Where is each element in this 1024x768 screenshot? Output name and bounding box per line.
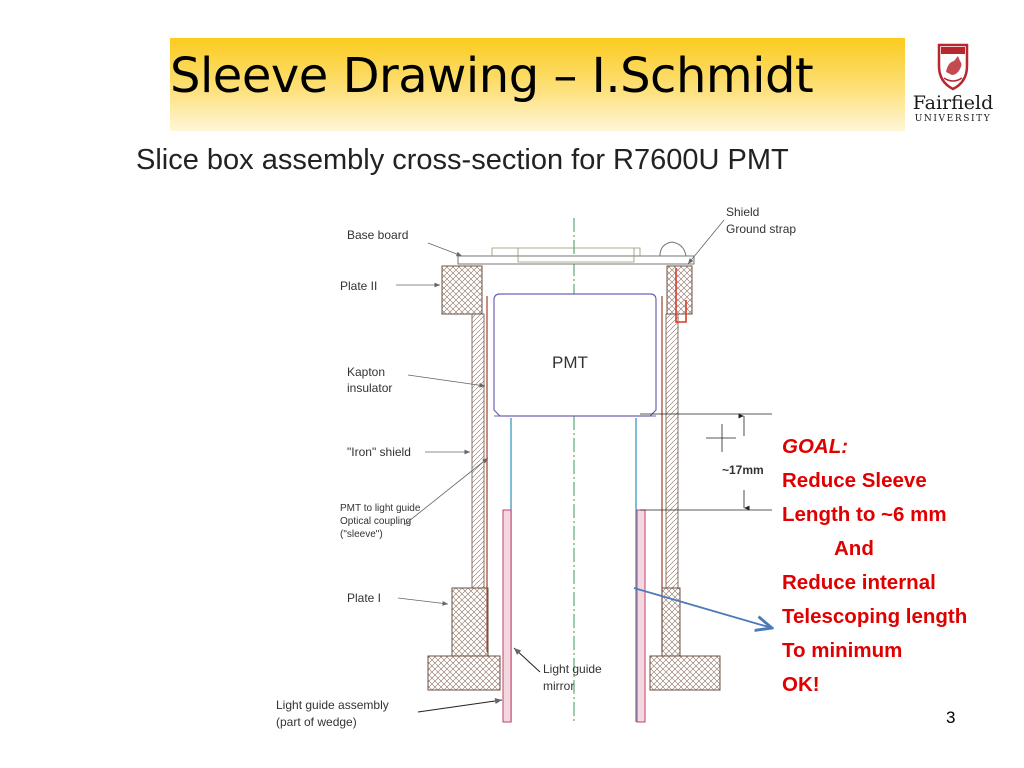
shield-ground-strap bbox=[675, 268, 687, 323]
plate-ii-left bbox=[441, 265, 483, 315]
dimension-label: ~17mm bbox=[722, 463, 764, 477]
label-iron-shield: "Iron" shield bbox=[347, 445, 411, 459]
goal-heading: GOAL: bbox=[782, 435, 849, 458]
goal-callout: GOAL: Reduce Sleeve Length to ~6 mm And … bbox=[782, 430, 967, 702]
label-lg-assembly-2: (part of wedge) bbox=[276, 715, 357, 729]
fairfield-shield-crest-icon bbox=[937, 43, 969, 91]
pmt-label: PMT bbox=[552, 353, 588, 372]
logo-subtext: UNIVERSITY bbox=[914, 114, 992, 124]
label-kapton-2: insulator bbox=[347, 381, 392, 395]
mirror-right bbox=[636, 509, 646, 723]
iron-shield-right bbox=[665, 313, 679, 589]
page-number: 3 bbox=[946, 708, 956, 727]
label-plate-ii: Plate II bbox=[340, 279, 377, 293]
label-shield-2: Ground strap bbox=[726, 222, 796, 236]
goal-line: Reduce Sleeve bbox=[782, 469, 927, 492]
label-plate-i: Plate I bbox=[347, 591, 381, 605]
goal-line: OK! bbox=[782, 673, 820, 696]
slide-title: Sleeve Drawing – I.Schmidt bbox=[170, 48, 814, 104]
connector-top bbox=[491, 247, 641, 263]
plate-i-base-right bbox=[649, 655, 721, 691]
leader-pmt-coupling bbox=[403, 457, 489, 526]
ground-strap-clip bbox=[659, 241, 687, 257]
label-pmt-coupling-2: Optical coupling bbox=[340, 516, 411, 527]
pmt-body bbox=[493, 293, 657, 417]
label-base-board: Base board bbox=[347, 228, 408, 242]
logo-wordmark: Fairfield bbox=[912, 92, 994, 114]
leader-lg-mirror bbox=[513, 647, 541, 673]
label-pmt-coupling-1: PMT to light guide bbox=[340, 503, 421, 514]
leader-kapton bbox=[407, 374, 486, 388]
label-kapton-1: Kapton bbox=[347, 365, 385, 379]
goal-line: And bbox=[834, 537, 874, 560]
leader-lg-assembly bbox=[417, 698, 503, 713]
label-lg-mirror-2: mirror bbox=[543, 679, 574, 693]
goal-line: To minimum bbox=[782, 639, 903, 662]
goal-line: Length to ~6 mm bbox=[782, 503, 947, 526]
base-board bbox=[457, 255, 695, 265]
plate-i-base-left bbox=[427, 655, 501, 691]
label-lg-mirror-1: Light guide bbox=[543, 662, 602, 676]
goal-pointer-arrow bbox=[633, 587, 772, 628]
title-banner: Sleeve Drawing – I.Schmidt bbox=[170, 38, 905, 131]
plate-i-left bbox=[451, 587, 489, 657]
leader-shield bbox=[687, 219, 725, 265]
label-pmt-coupling-3: ("sleeve") bbox=[340, 529, 383, 540]
goal-line: Reduce internal bbox=[782, 571, 936, 594]
goal-line: Telescoping length bbox=[782, 605, 968, 628]
leader-base-board bbox=[427, 242, 463, 257]
label-lg-assembly-1: Light guide assembly bbox=[276, 698, 389, 712]
label-shield-1: Shield bbox=[726, 205, 759, 219]
plate-ii-right bbox=[666, 265, 693, 315]
slide-subtitle: Slice box assembly cross-section for R76… bbox=[136, 144, 789, 176]
leader-plate-i bbox=[397, 597, 449, 606]
fairfield-logo: Fairfield UNIVERSITY bbox=[908, 42, 998, 128]
mirror-left bbox=[502, 509, 512, 723]
iron-shield-left bbox=[471, 313, 485, 589]
